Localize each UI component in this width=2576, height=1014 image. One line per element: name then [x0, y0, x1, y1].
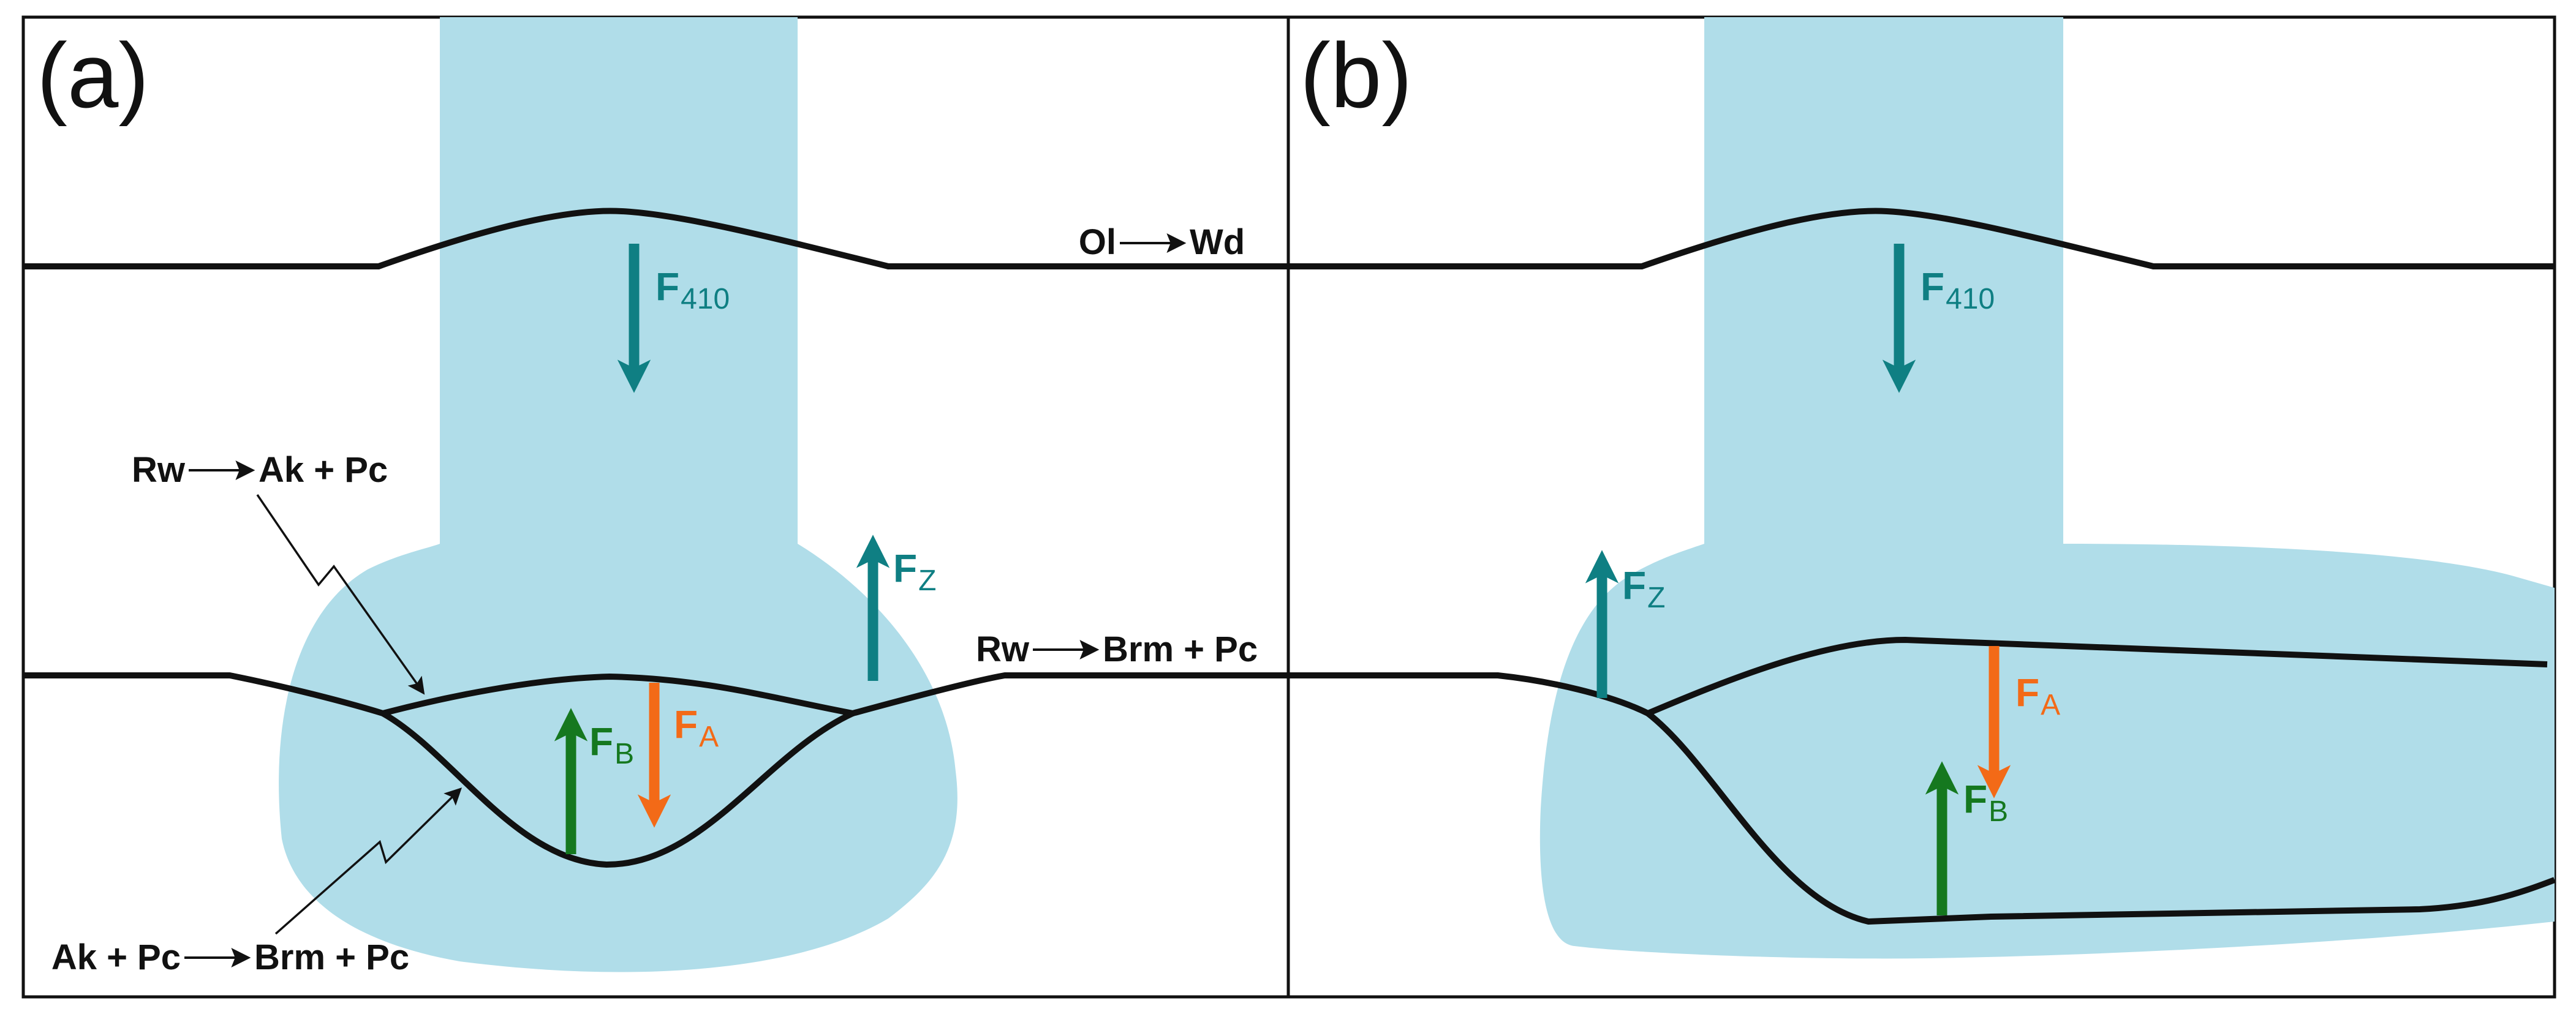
force-fz-a: FZ	[893, 546, 936, 597]
panel-a: (a) Ol Wd Rw Ak + Pc Rw Brm + Pc Ak + Pc…	[21, 15, 1290, 999]
plume-a	[279, 17, 958, 972]
bowl-boundary-a	[381, 710, 855, 868]
pointer-rw-ak	[256, 494, 425, 695]
boundary-410-a	[23, 208, 1288, 269]
panel-a-label: (a)	[37, 24, 149, 127]
pointer-ak-brm	[274, 787, 462, 935]
label-rw-1: Rw	[132, 450, 186, 490]
label-ak-pc-2: Ak + Pc	[51, 937, 181, 977]
boundary-660-a	[23, 672, 1288, 716]
force-fb-a: FB	[589, 719, 634, 770]
force-fa-a: FA	[674, 702, 719, 753]
boundary-410-b	[1288, 208, 2555, 269]
label-rw-2: Rw	[976, 629, 1030, 669]
force-fa-b: FA	[2015, 670, 2060, 721]
force-f410-b: F410	[1921, 265, 1995, 315]
plume-b	[1539, 17, 2555, 959]
force-f410-a: F410	[655, 265, 730, 315]
boundary-660-b	[1288, 637, 2548, 716]
label-ol: Ol	[1079, 222, 1116, 262]
force-fb-b: FB	[1963, 777, 2008, 828]
label-wd: Wd	[1190, 222, 1245, 262]
label-ak-pc-1: Ak + Pc	[259, 450, 388, 490]
panel-b: (b) F410 FZ FA FB	[1286, 15, 2556, 999]
label-brm-pc-2: Brm + Pc	[254, 937, 409, 977]
panel-b-label: (b)	[1300, 24, 1412, 127]
label-brm-pc-1: Brm + Pc	[1103, 629, 1258, 669]
bowl-boundary-b	[1645, 711, 2556, 925]
force-fz-b: FZ	[1622, 563, 1665, 614]
